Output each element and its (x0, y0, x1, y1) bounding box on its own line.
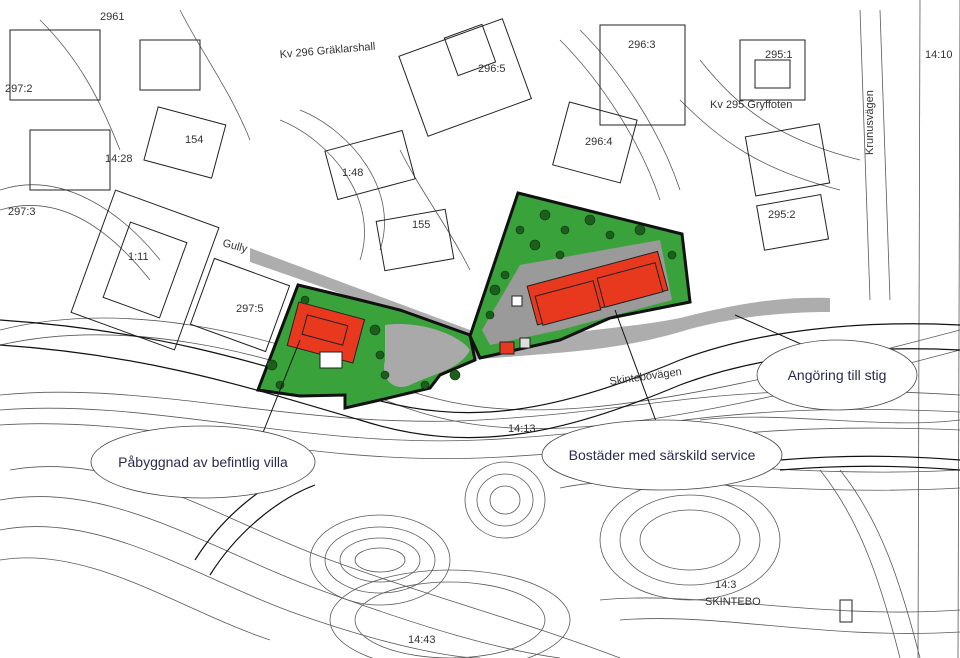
turning-area (384, 324, 470, 388)
callout-service: Bostäder med särskild service (541, 419, 783, 491)
callout-service-text: Bostäder med särskild service (569, 447, 756, 463)
callout-path-text: Angöring till stig (788, 367, 887, 383)
trees (266, 209, 677, 390)
label-lot-2964: 296:4 (585, 136, 613, 148)
callout-villa-text: Påbyggnad av befintlig villa (118, 454, 288, 470)
label-lot-1443: 14:43 (408, 634, 436, 646)
label-road-gully: Gully (221, 237, 249, 255)
label-lot-2965: 296:5 (478, 63, 506, 75)
label-lot-2973: 297:3 (8, 206, 36, 218)
label-road-main: Skintebovägen (609, 366, 683, 388)
label-lot-2961: 2961 (100, 11, 124, 23)
label-lot-2951: 295:1 (765, 49, 793, 61)
label-lot-155: 155 (412, 219, 430, 231)
new-residential-buildings (499, 250, 669, 355)
label-block-295: Kv 295 Gryffoten (710, 99, 792, 111)
label-lot-143: 14:3 (715, 579, 736, 591)
callout-leaders (257, 309, 811, 446)
label-lot-2972: 297:2 (5, 83, 33, 95)
label-lot-1413: 14:13 (508, 423, 536, 435)
label-lot-1428: 14:28 (105, 153, 133, 165)
callout-villa: Påbyggnad av befintlig villa (90, 425, 316, 499)
existing-buildings (9, 18, 853, 623)
label-lot-111: 1:11 (128, 251, 149, 263)
label-lot-2952: 295:2 (768, 209, 796, 221)
label-place: SKINTEBO (705, 596, 761, 608)
label-block-296: Kv 296 Gräklarshall (279, 41, 376, 61)
label-road-side: Krunusvägen (864, 90, 876, 155)
villa-extension-building (286, 301, 366, 369)
label-lot-154: 154 (185, 134, 203, 146)
callout-path: Angöring till stig (756, 339, 918, 411)
label-lot-2975: 297:5 (236, 303, 264, 315)
label-lot-148: 1:48 (342, 167, 363, 179)
label-lot-1410: 14:10 (925, 49, 953, 61)
label-lot-2963: 296:3 (628, 39, 656, 51)
